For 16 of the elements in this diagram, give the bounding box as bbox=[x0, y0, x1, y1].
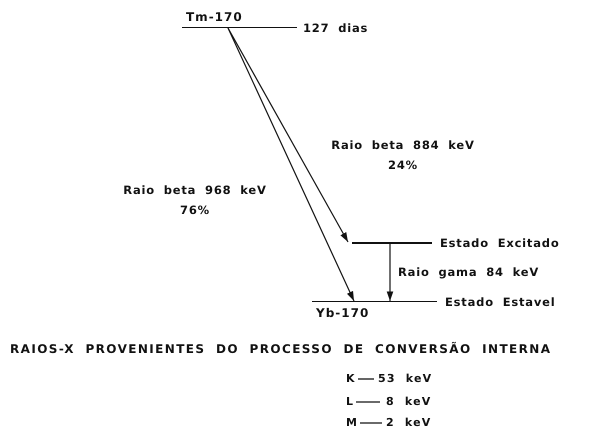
x-ray-value: 2 keV bbox=[386, 416, 432, 429]
x-ray-value: M bbox=[346, 416, 358, 429]
arrow bbox=[227, 28, 355, 302]
x-ray-value: 53 keV bbox=[378, 372, 432, 385]
arrow bbox=[386, 243, 394, 301]
heading-note: RAIOS-X PROVENIENTES DO PROCESSO DE CONVERSÃO INTERNA bbox=[10, 342, 552, 356]
energy-level-line bbox=[352, 242, 432, 244]
x-ray-value: K bbox=[346, 372, 356, 385]
level-note: Estado Excitado bbox=[440, 236, 560, 250]
x-ray-value: 8 keV bbox=[386, 395, 432, 408]
nuclide-label: Tm-170 bbox=[186, 10, 243, 24]
nuclide-label: Yb-170 bbox=[316, 306, 370, 320]
level-note: Estado Estavel bbox=[445, 295, 556, 309]
level-note: 127 dias bbox=[303, 21, 368, 35]
arrow bbox=[227, 28, 349, 242]
x-ray-value: L bbox=[346, 395, 354, 408]
